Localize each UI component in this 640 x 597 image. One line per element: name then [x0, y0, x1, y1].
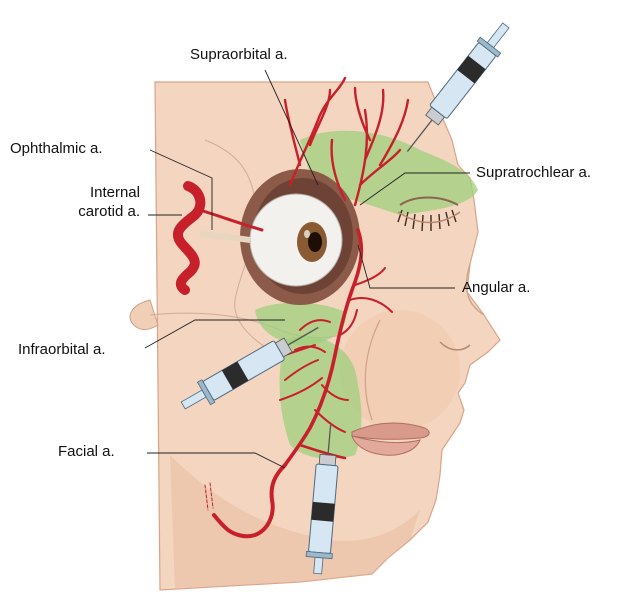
- label-internal-carotid-line1: Internal: [30, 183, 140, 202]
- label-supratrochlear: Supratrochlear a.: [476, 163, 591, 182]
- pupil: [308, 232, 322, 252]
- label-internal-carotid-line2: carotid a.: [30, 202, 140, 221]
- label-ophthalmic: Ophthalmic a.: [10, 139, 103, 158]
- eyeball: [250, 194, 342, 286]
- eye-highlight: [304, 230, 310, 238]
- label-internal-carotid: Internal carotid a.: [30, 183, 140, 221]
- label-angular: Angular a.: [462, 278, 530, 297]
- label-facial: Facial a.: [58, 442, 115, 461]
- label-infraorbital: Infraorbital a.: [18, 340, 106, 359]
- label-supraorbital: Supraorbital a.: [190, 45, 288, 64]
